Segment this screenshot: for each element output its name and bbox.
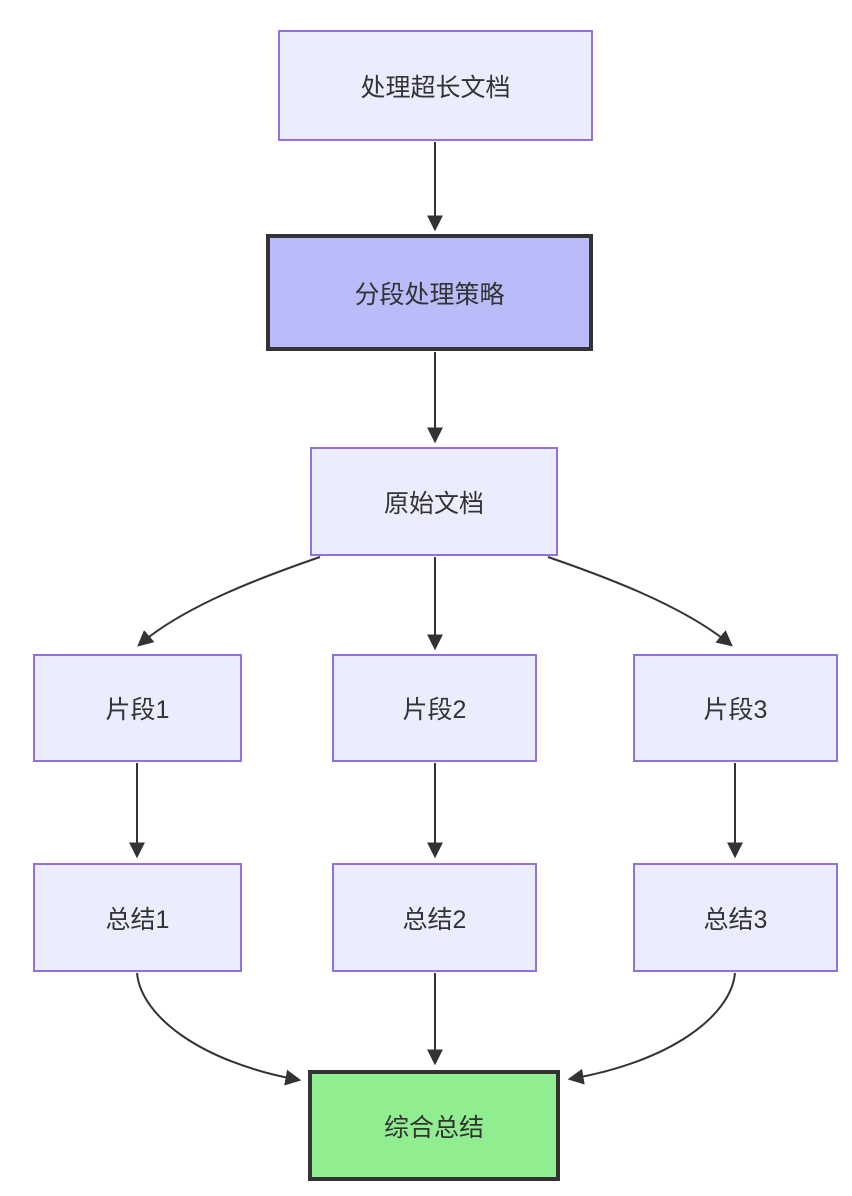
edge-original-to-chunk1: [137, 556, 321, 647]
node-label: 总结3: [703, 905, 768, 934]
node-final-summary: 综合总结: [308, 1070, 560, 1181]
node-segmentation-strategy: 分段处理策略: [266, 234, 593, 351]
node-label: 总结2: [402, 905, 467, 934]
node-label: 片段3: [703, 696, 768, 724]
node-label: 分段处理策略: [354, 280, 505, 309]
node-label: 片段1: [105, 696, 170, 724]
node-label: 片段2: [402, 696, 467, 724]
edge-summary1-to-final: [136, 972, 302, 1086]
edge-original-to-chunk3: [547, 556, 733, 647]
node-chunk-1: 片段1: [33, 654, 242, 762]
node-label: 处理超长文档: [360, 73, 511, 102]
node-chunk-3: 片段3: [633, 654, 838, 762]
node-label: 总结1: [105, 905, 170, 934]
node-process-long-doc: 处理超长文档: [278, 30, 593, 141]
node-summary-2: 总结2: [332, 863, 537, 972]
node-summary-1: 总结1: [33, 863, 242, 972]
node-label: 原始文档: [383, 489, 484, 518]
edge-summary3-to-final: [567, 972, 736, 1085]
node-summary-3: 总结3: [633, 863, 838, 972]
node-original-document: 原始文档: [310, 447, 558, 556]
node-label: 综合总结: [383, 1113, 484, 1142]
node-chunk-2: 片段2: [332, 654, 537, 762]
